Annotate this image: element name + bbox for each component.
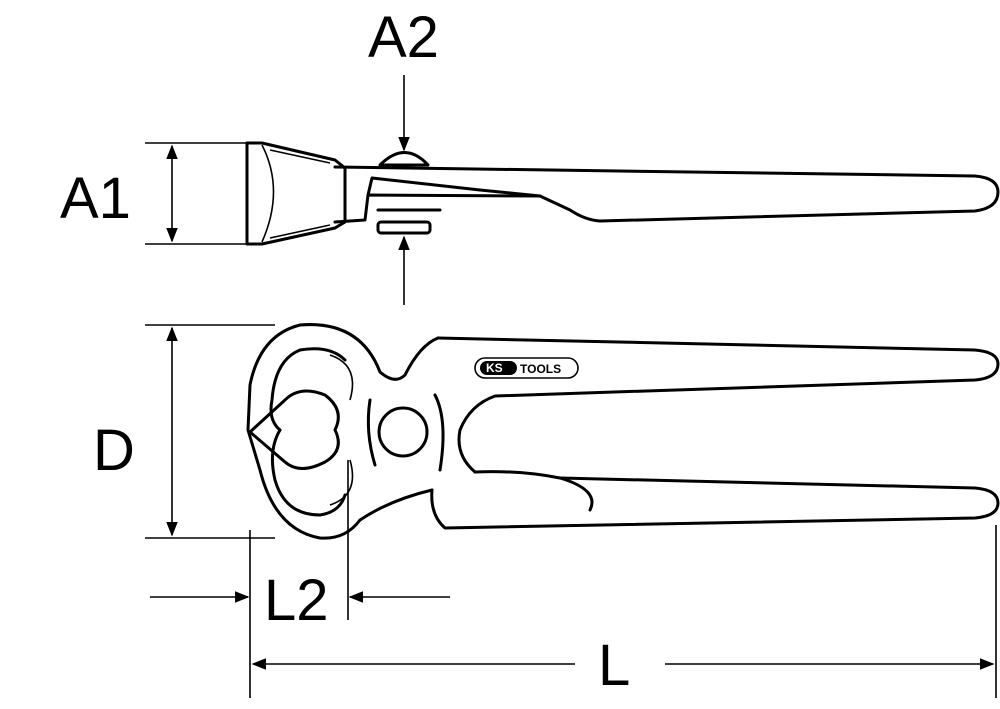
pincers-side-view — [245, 141, 1000, 246]
a2-label: A2 — [368, 5, 439, 70]
a1-label: A1 — [60, 166, 131, 231]
l2-dimension: L2 — [150, 460, 450, 633]
l2-label: L2 — [264, 568, 329, 633]
d-dimension: D — [93, 324, 275, 539]
a1-dimension: A1 — [60, 142, 247, 245]
pincers-top-view: KS TOOLS — [246, 323, 1000, 540]
a2-dimension: A2 — [368, 5, 439, 305]
logo-ks: KS — [486, 361, 503, 375]
logo-tools: TOOLS — [520, 362, 561, 376]
l-label: L — [598, 633, 630, 698]
l-dimension: L — [249, 525, 997, 698]
d-label: D — [93, 418, 135, 483]
ks-tools-logo: KS TOOLS — [474, 357, 579, 379]
